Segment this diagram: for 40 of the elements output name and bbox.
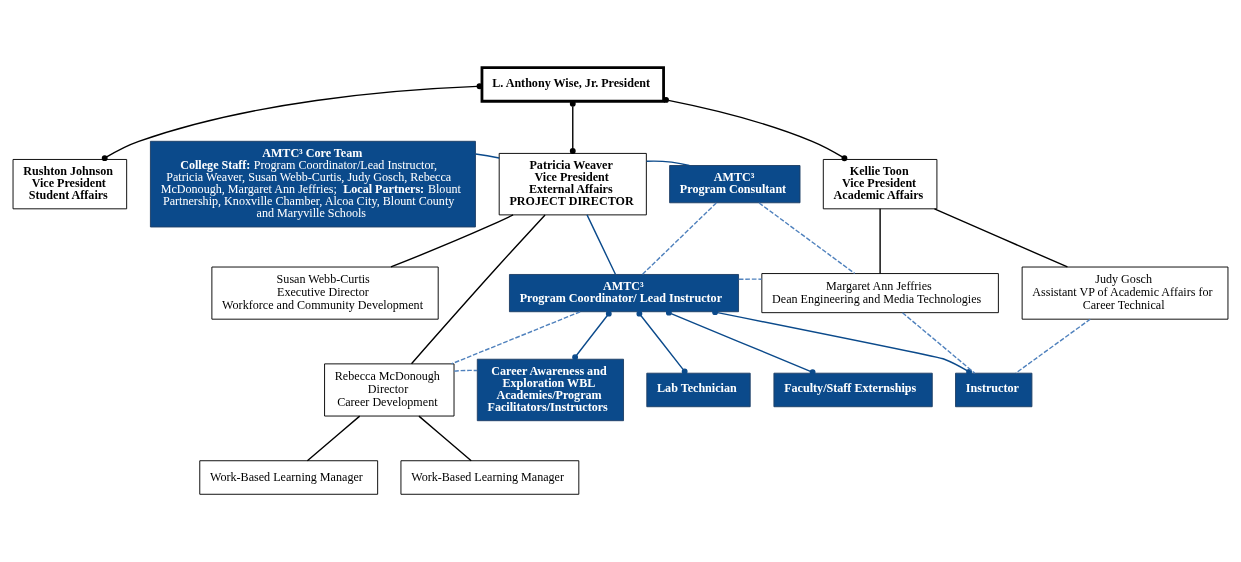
connector (572, 310, 612, 361)
connector (712, 309, 972, 375)
node-box: Kellie Toon Vice President Academic Affairs (822, 159, 938, 210)
node-box: Career Awareness and Exploration WBL Academies/Program Facilitators/Instructors (476, 358, 624, 422)
node-box: Margaret Ann Jeffries Dean Engineering and Media Technologies (761, 273, 999, 314)
node-box: Rebecca McDonough Director Career Development (324, 363, 455, 417)
connector (390, 214, 514, 268)
connector (474, 153, 500, 159)
connector (636, 310, 688, 375)
connector (418, 415, 472, 462)
node-box: AMTC³ Core Team College Staff: Program Coordinator/Lead Instructor, Patricia Weaver, Susan Webb-Curtis, Judy Gosch, Rebecca McDonough, Margaret Ann Jeffries; Local Partners: Blount Partnership, Knoxville Chamber, Alcoa City, Blount County and Maryville Schools (149, 140, 476, 228)
connector (758, 202, 856, 275)
node-box: Judy Gosch Assistant VP of Academic Affairs for Career Technical (1021, 266, 1229, 320)
connector (410, 214, 546, 365)
node-box: Work-Based Learning Manager (400, 460, 580, 495)
node-box: AMTC³ Program Consultant (669, 165, 801, 204)
connector (663, 97, 848, 162)
connector (306, 415, 361, 462)
node-box: Faculty/Staff Externships (773, 372, 933, 408)
connector (933, 208, 1069, 268)
connector (665, 309, 816, 376)
node-box: Rushton Johnson Vice President Student Affairs (12, 159, 128, 210)
connector (569, 100, 576, 154)
connector (901, 312, 976, 374)
connector (645, 160, 690, 167)
connector (450, 311, 581, 365)
node-box: AMTC³ Program Coordinator/ Lead Instructor (508, 274, 739, 313)
node-box: Lab Technician (646, 372, 751, 408)
connector (738, 278, 763, 280)
connector (586, 214, 617, 275)
node-box: Susan Webb-Curtis Executive Director Workforce and Community Development (211, 266, 439, 320)
node-box: Work-Based Learning Manager (199, 460, 379, 495)
connector (101, 83, 483, 162)
node-box: Instructor (955, 372, 1033, 408)
connector (453, 369, 478, 372)
node-box: L. Anthony Wise, Jr. President (480, 66, 665, 103)
connector (1015, 318, 1091, 374)
connector (879, 208, 881, 275)
connector (641, 202, 717, 275)
node-box: Patricia Weaver Vice President External Affairs PROJECT DIRECTOR (498, 152, 647, 216)
